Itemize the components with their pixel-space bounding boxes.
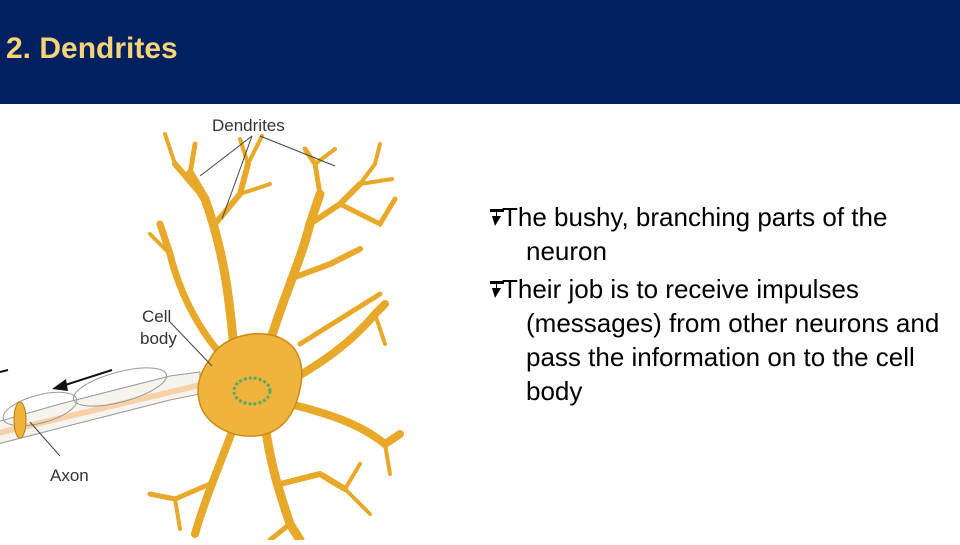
bullet-item: Their job is to receive impulses (messag… xyxy=(488,272,958,408)
direction-arrow xyxy=(0,369,113,391)
header-bar: 2. Dendrites xyxy=(0,0,960,104)
bullet-text: Their job is to receive impulses (messag… xyxy=(502,274,940,406)
label-axon: Axon xyxy=(50,466,89,485)
bullet-list: The bushy, branching parts of the neuron… xyxy=(488,200,958,412)
nucleus xyxy=(232,376,272,406)
neuron-illustration: Dendrites Cell body Axon xyxy=(0,116,404,545)
slide-title: 2. Dendrites xyxy=(6,32,178,65)
arrow-bullet-icon xyxy=(490,281,504,298)
neuron-diagram: Dendrites Cell body Axon xyxy=(0,104,420,545)
bullet-text: The bushy, branching parts of the neuron xyxy=(502,202,888,266)
label-cell: Cell xyxy=(142,307,171,326)
axon xyxy=(0,367,201,444)
label-pointers xyxy=(29,135,336,457)
cell-body xyxy=(197,333,303,437)
bullet-item: The bushy, branching parts of the neuron xyxy=(488,200,958,268)
label-dendrites: Dendrites xyxy=(212,116,285,135)
arrow-bullet-icon xyxy=(490,209,504,226)
label-body: body xyxy=(140,329,177,348)
